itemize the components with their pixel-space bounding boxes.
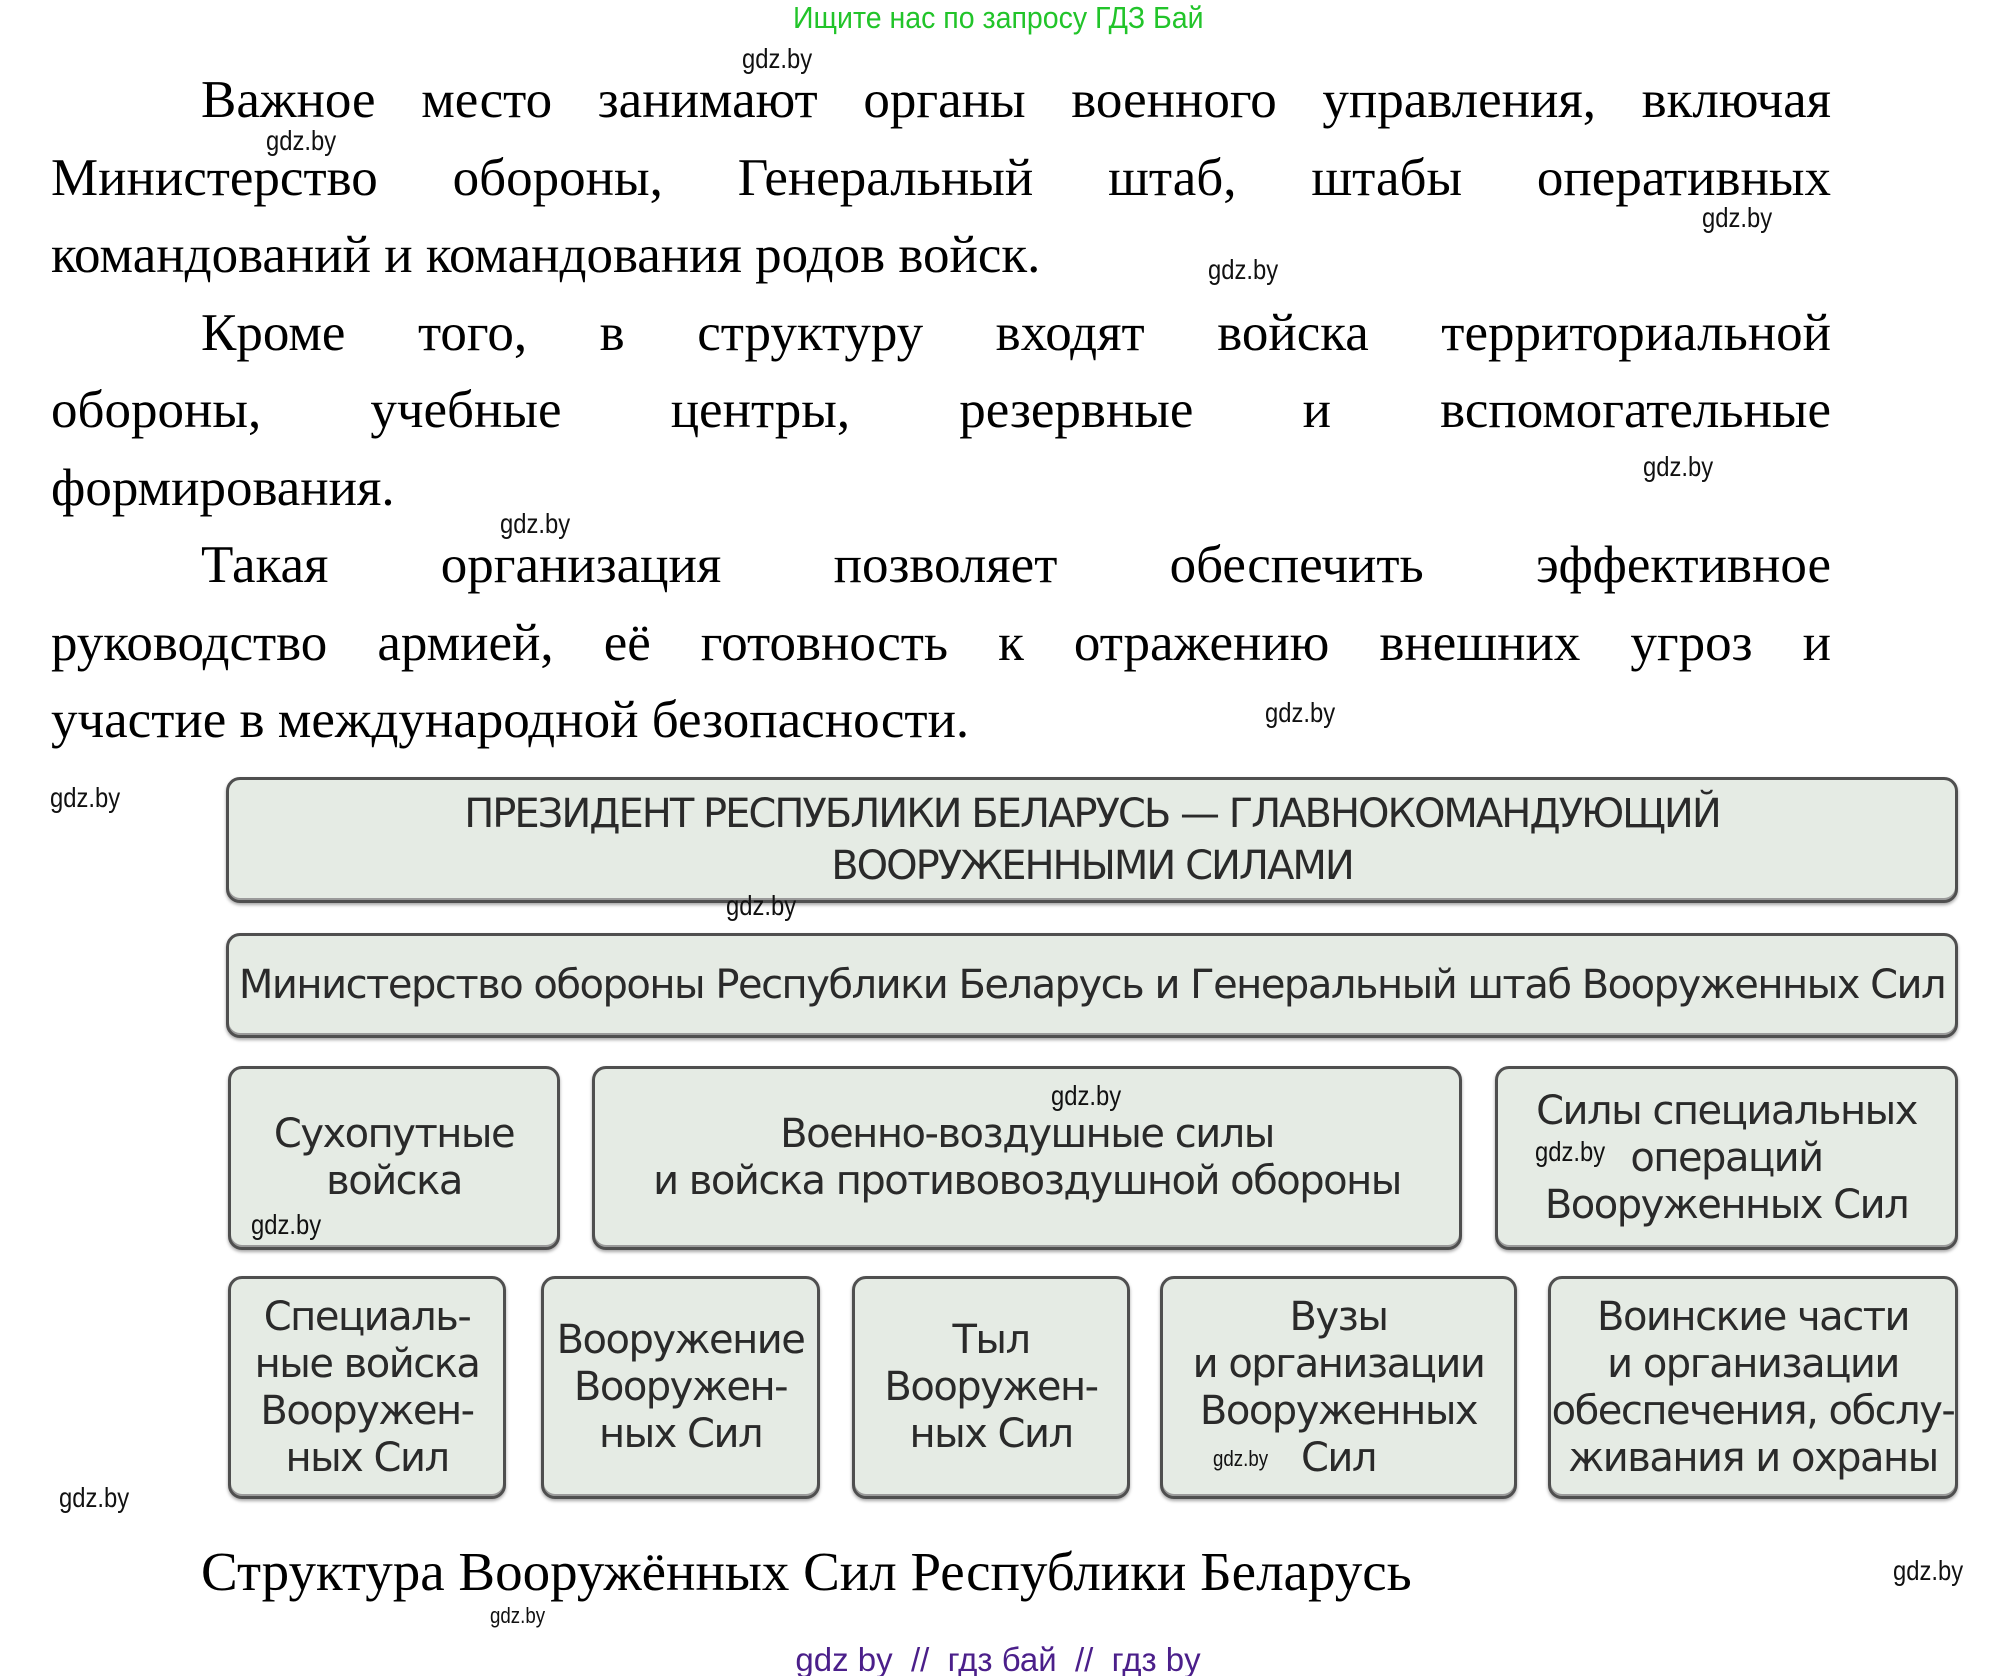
watermark: gdz.by bbox=[266, 125, 337, 156]
watermark: gdz.by bbox=[1893, 1555, 1964, 1586]
watermark: gdz.by bbox=[251, 1209, 322, 1240]
logistics-line-2: Вооружен- bbox=[884, 1364, 1099, 1410]
armament-line-3: ных Сил bbox=[598, 1411, 764, 1457]
air-force-line-1: Военно-воздушные силы bbox=[780, 1111, 1275, 1157]
military-units-line-1: Воинские части bbox=[1597, 1293, 1910, 1340]
special-troops-line-3: Вооружен- bbox=[260, 1387, 475, 1434]
watermark: gdz.by bbox=[1213, 1446, 1269, 1471]
watermark: gdz.by bbox=[1208, 254, 1279, 285]
special-operations-line-1: Силы специальных bbox=[1536, 1087, 1918, 1134]
paragraph-3-line-3: участие в международной безопасности. bbox=[51, 691, 970, 749]
armament-line-2: Вооружен- bbox=[573, 1364, 789, 1410]
universities-line-1: Вузы bbox=[1289, 1293, 1389, 1340]
watermark: gdz.by bbox=[490, 1603, 546, 1628]
watermark: gdz.by bbox=[1702, 202, 1773, 233]
ministry-box: Министерство обороны Республики Беларусь… bbox=[226, 933, 1958, 1038]
watermark: gdz.by bbox=[50, 782, 121, 813]
special-troops-line-2: ные войска bbox=[254, 1340, 481, 1387]
logistics-box: Тыл Вооружен- ных Сил bbox=[852, 1276, 1130, 1499]
special-operations-line-3: Вооруженных Сил bbox=[1544, 1181, 1910, 1228]
watermark: gdz.by bbox=[742, 43, 813, 74]
air-force-line-2: и войска противовоздушной обороны bbox=[653, 1158, 1402, 1204]
special-troops-line-4: ных Сил bbox=[285, 1434, 450, 1481]
watermark: gdz.by bbox=[1535, 1136, 1606, 1167]
armament-box: Вооружение Вооружен- ных Сил bbox=[541, 1276, 820, 1499]
logistics-line-3: ных Сил bbox=[909, 1411, 1074, 1457]
paragraph-3-line-2: руководство армией, её готовность к отра… bbox=[51, 613, 1831, 672]
footer-links[interactable]: gdz by // гдз бай // гдз by bbox=[795, 1641, 1201, 1676]
universities-box: Вузы и организации Вооруженных Сил bbox=[1160, 1276, 1517, 1499]
special-troops-line-1: Специаль- bbox=[263, 1293, 472, 1340]
ministry-box-line-1: Министерство обороны Республики Беларусь… bbox=[238, 962, 1947, 1008]
military-units-box: Воинские части и организации обеспечения… bbox=[1548, 1276, 1958, 1499]
watermark: gdz.by bbox=[1643, 451, 1714, 482]
logistics-line-1: Тыл bbox=[952, 1317, 1031, 1363]
watermark: gdz.by bbox=[726, 890, 797, 921]
body-text: Важное место занимают органы военного уп… bbox=[51, 62, 1831, 760]
watermark: gdz.by bbox=[1265, 697, 1336, 728]
watermark: gdz.by bbox=[500, 508, 571, 539]
watermark: gdz.by bbox=[59, 1482, 130, 1513]
special-troops-box: Специаль- ные войска Вооружен- ных Сил bbox=[228, 1276, 506, 1499]
figure-caption: Структура Вооружённых Сил Республики Бел… bbox=[201, 1541, 1412, 1602]
ground-forces-line-1: Сухопутные bbox=[273, 1111, 516, 1157]
paragraph-1-line-3: командований и командования родов войск. bbox=[51, 226, 1041, 284]
armament-line-1: Вооружение bbox=[556, 1317, 806, 1363]
ground-forces-line-2: войска bbox=[326, 1158, 463, 1204]
paragraph-1-line-2: Министерство обороны, Генеральный штаб, … bbox=[51, 148, 1831, 207]
paragraph-2-line-1: Кроме того, в структуру входят войска те… bbox=[201, 303, 1831, 362]
paragraph-2-line-3: формирования. bbox=[51, 458, 395, 517]
special-operations-line-2: операций bbox=[1630, 1134, 1824, 1181]
special-operations-box: Силы специальных операций Вооруженных Си… bbox=[1495, 1066, 1958, 1250]
watermark: gdz.by bbox=[1051, 1080, 1122, 1111]
president-box-line-2: ВООРУЖЕННЫМИ СИЛАМИ bbox=[831, 843, 1355, 889]
universities-line-2: и организации bbox=[1192, 1340, 1486, 1387]
paragraph-2-line-2: обороны, учебные центры, резервные и всп… bbox=[51, 381, 1831, 439]
universities-line-4: Сил bbox=[1301, 1434, 1378, 1481]
president-box: ПРЕЗИДЕНТ РЕСПУБЛИКИ БЕЛАРУСЬ — ГЛАВНОКО… bbox=[226, 777, 1958, 903]
paragraph-3-line-1: Такая организация позволяет обеспечить э… bbox=[201, 536, 1831, 594]
president-box-line-1: ПРЕЗИДЕНТ РЕСПУБЛИКИ БЕЛАРУСЬ — ГЛАВНОКО… bbox=[464, 791, 1722, 837]
air-force-box: Военно-воздушные силы и войска противово… bbox=[592, 1066, 1462, 1250]
paragraph-1-line-1: Важное место занимают органы военного уп… bbox=[201, 71, 1831, 129]
search-banner[interactable]: Ищите нас по запросу ГДЗ Бай bbox=[793, 0, 1204, 35]
military-units-line-3: обеспечения, обслу- bbox=[1551, 1387, 1956, 1434]
military-units-line-2: и организации bbox=[1607, 1340, 1900, 1387]
ground-forces-box: Сухопутные войска bbox=[228, 1066, 560, 1250]
military-units-line-4: живания и охраны bbox=[1568, 1434, 1939, 1481]
universities-line-3: Вооруженных bbox=[1199, 1387, 1479, 1434]
